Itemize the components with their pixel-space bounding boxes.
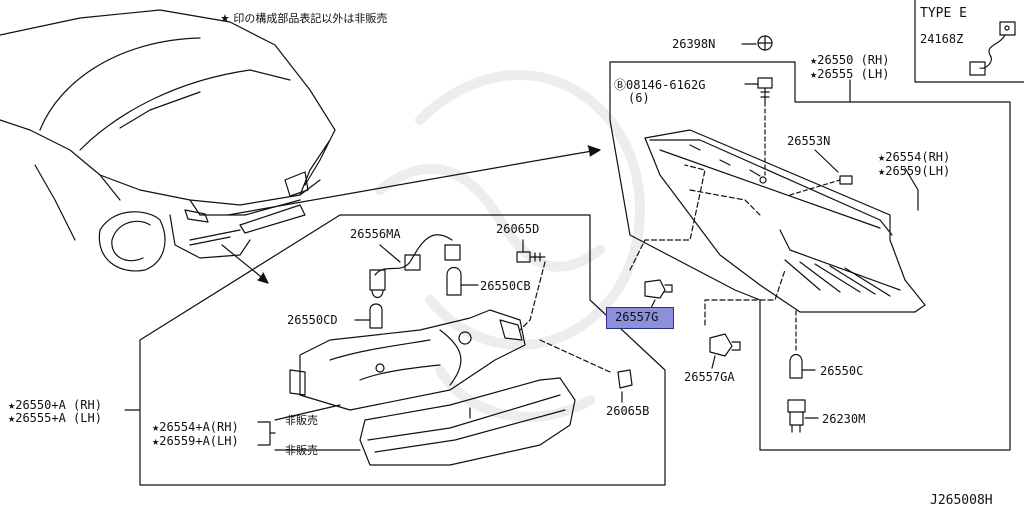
part-26559A-lh[interactable]: ★26559+A(LH) <box>152 434 239 448</box>
bumper-lamp-lens <box>359 377 576 466</box>
part-26230M[interactable]: 26230M <box>822 412 866 426</box>
clip-26065B <box>539 339 633 403</box>
rear-lamp-frame <box>609 61 1011 451</box>
part-26556MA[interactable]: 26556MA <box>350 227 401 241</box>
part-26550CB[interactable]: 26550CB <box>480 279 531 293</box>
bumper-lamp-housing <box>289 309 526 411</box>
part-26550CD[interactable]: 26550CD <box>287 313 338 327</box>
pointer-to-bumper-lamp <box>221 244 266 281</box>
car-outline <box>0 9 336 272</box>
not-sold-label-lens: 非販売 <box>285 444 318 457</box>
part-26398N[interactable]: 26398N <box>672 37 716 51</box>
part-26555A-lh[interactable]: ★26555+A (LH) <box>8 411 102 425</box>
nut-26553N <box>789 149 853 196</box>
type-e-title: TYPE E <box>920 6 967 21</box>
part-26557GA[interactable]: 26557GA <box>684 370 735 384</box>
part-26554A-rh[interactable]: ★26554+A(RH) <box>152 420 239 434</box>
type-e-box <box>914 0 1024 83</box>
pointer-to-rear-lamp <box>227 149 599 216</box>
harness-drawing <box>969 21 1016 76</box>
part-26557G[interactable]: 26557G <box>615 310 659 324</box>
not-sold-label-housing: 非販売 <box>285 414 318 427</box>
rear-lamp-housing <box>644 129 926 313</box>
part-26065B[interactable]: 26065B <box>606 404 650 418</box>
part-26550A-rh[interactable]: ★26550+A (RH) <box>8 398 102 412</box>
bulb-26550CD <box>354 303 383 329</box>
screw-26398N <box>741 35 773 51</box>
socket-26557GA <box>704 269 786 369</box>
part-26553N[interactable]: 26553N <box>787 134 831 148</box>
bulb-26550C <box>789 309 816 379</box>
part-24168Z[interactable]: 24168Z <box>920 32 964 46</box>
note-text: ★ 印の構成部品表記以外は非販売 <box>220 12 388 25</box>
part-08146-6162G[interactable]: Ⓑ08146-6162G <box>614 78 706 92</box>
bolt-08146 <box>744 77 773 176</box>
bulb-26550CB <box>446 266 479 296</box>
watermark <box>375 70 645 422</box>
screw-26065D <box>516 239 546 331</box>
bumper-lamp-frame <box>139 214 666 486</box>
harness-26556MA <box>369 234 461 299</box>
part-26559-lh[interactable]: ★26559(LH) <box>878 164 951 178</box>
part-26550C[interactable]: 26550C <box>820 364 864 378</box>
switch-26230M <box>787 399 819 433</box>
diagram-code: J265008H <box>930 493 993 508</box>
part-26065D[interactable]: 26065D <box>496 222 540 236</box>
part-26550-rh[interactable]: ★26550 (RH) <box>810 53 890 67</box>
part-26555-lh[interactable]: ★26555 (LH) <box>810 67 890 81</box>
highlight-box-26557G <box>606 307 674 329</box>
bolt-quantity: (6) <box>628 91 650 105</box>
socket-26557G <box>629 164 761 311</box>
part-26554-rh[interactable]: ★26554(RH) <box>878 150 951 164</box>
